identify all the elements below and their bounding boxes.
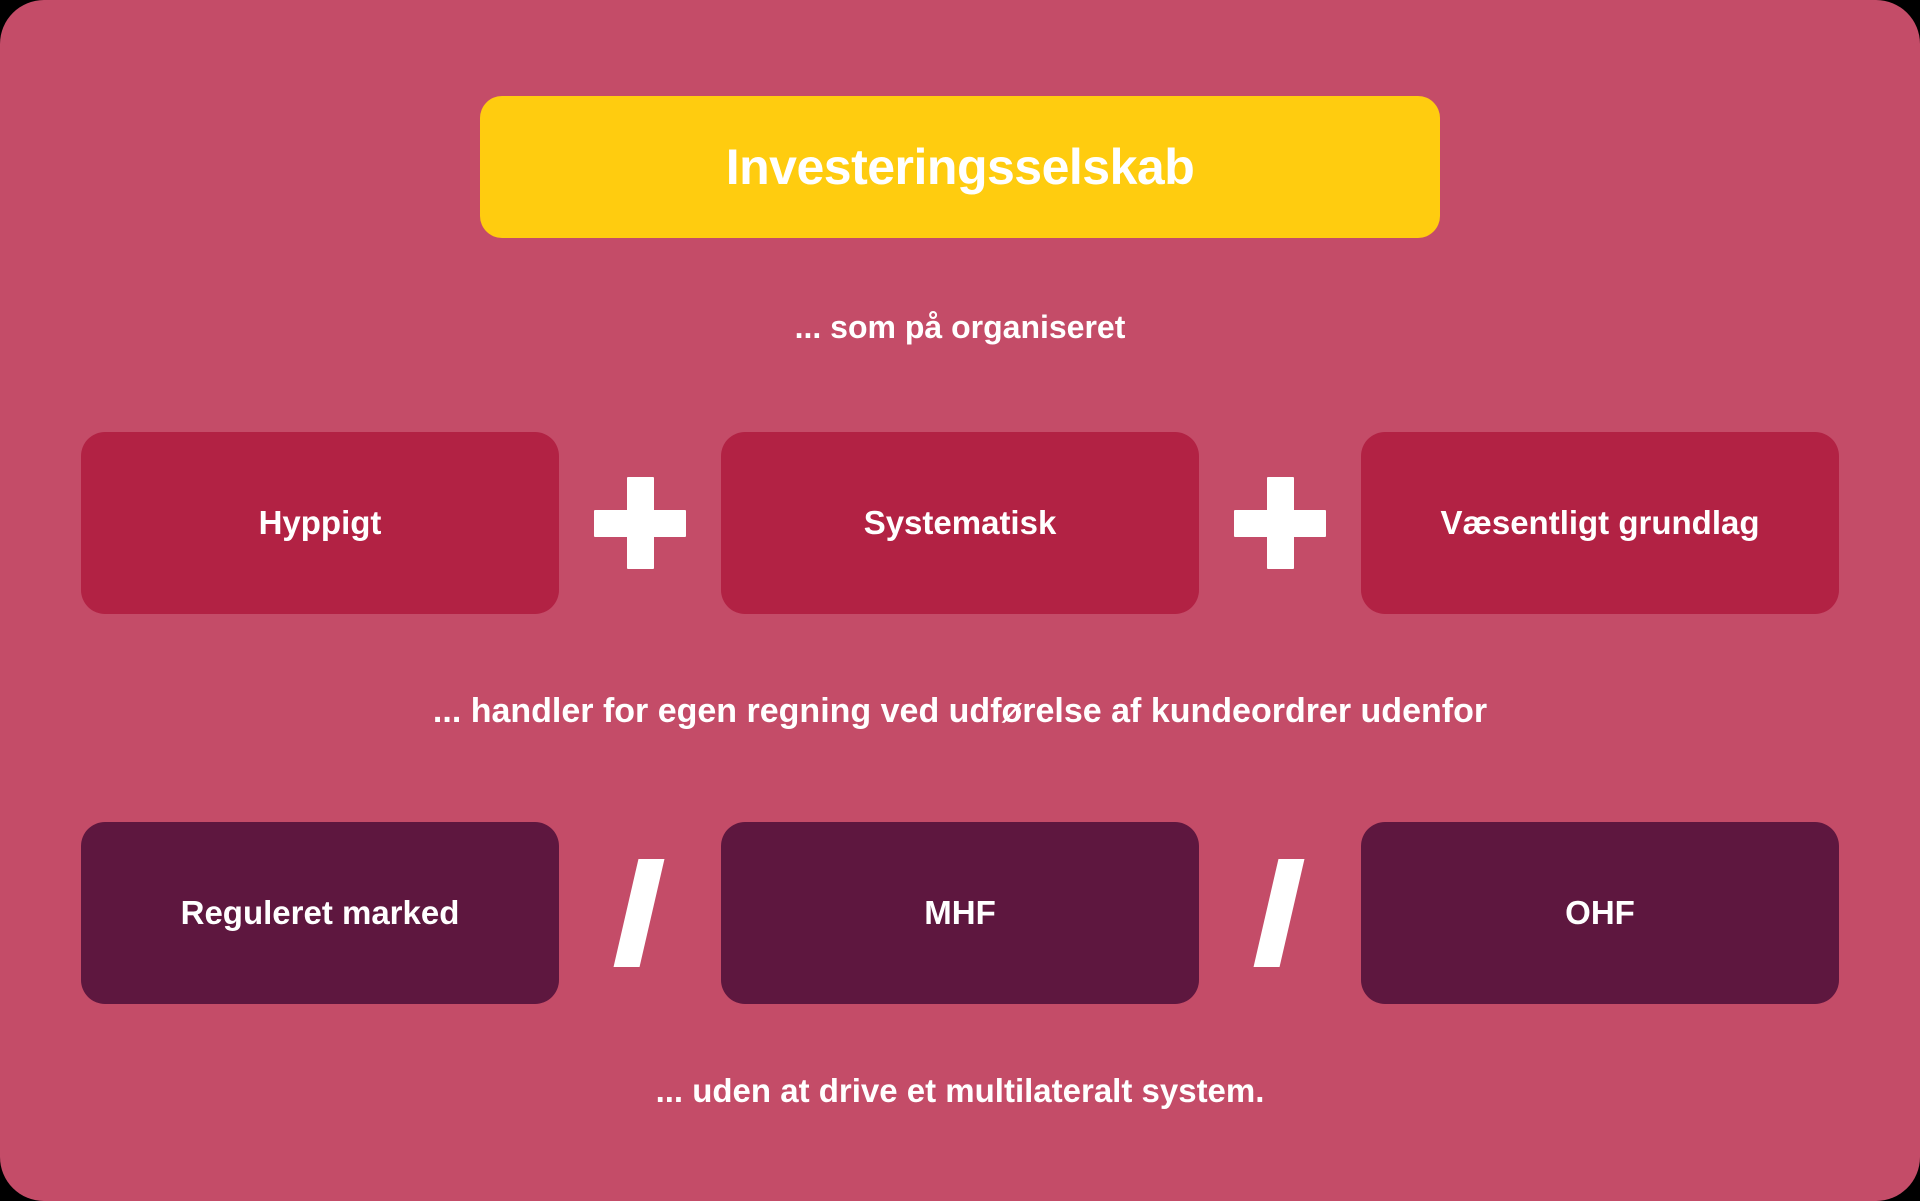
criteria-row: Hyppigt Systematisk Væsentligt grundlag: [0, 432, 1920, 614]
caption-organiseret: ... som på organiseret: [794, 309, 1126, 345]
slash-icon: [605, 859, 675, 967]
caption-multilateralt-system: ... uden at drive et multilateralt syste…: [655, 1072, 1265, 1109]
criteria-label-systematisk: Systematisk: [863, 503, 1057, 541]
venue-box-ohf: OHF: [1361, 822, 1839, 1004]
plus-icon: [1234, 477, 1326, 569]
criteria-box-systematisk: Systematisk: [721, 432, 1199, 614]
page-title: Investeringsselskab: [725, 139, 1195, 195]
title-banner: Investeringsselskab: [480, 96, 1440, 238]
venue-label-reguleret-marked: Reguleret marked: [180, 893, 460, 931]
slash-icon: [1245, 859, 1315, 967]
venue-row: Reguleret marked MHF OHF: [0, 822, 1920, 1004]
criteria-label-hyppigt: Hyppigt: [258, 503, 382, 541]
separator-plus-2: [1199, 432, 1361, 614]
criteria-label-vaesentligt-grundlag: Væsentligt grundlag: [1440, 503, 1760, 541]
separator-slash-2: [1199, 822, 1361, 1004]
caption-kundeordrer: ... handler for egen regning ved udførel…: [432, 692, 1488, 730]
plus-icon: [594, 477, 686, 569]
venue-label-mhf: MHF: [924, 893, 996, 931]
venue-box-mhf: MHF: [721, 822, 1199, 1004]
separator-slash-1: [559, 822, 721, 1004]
separator-plus-1: [559, 432, 721, 614]
venue-box-reguleret-marked: Reguleret marked: [81, 822, 559, 1004]
venue-label-ohf: OHF: [1565, 893, 1635, 931]
criteria-box-vaesentligt-grundlag: Væsentligt grundlag: [1361, 432, 1839, 614]
criteria-box-hyppigt: Hyppigt: [81, 432, 559, 614]
